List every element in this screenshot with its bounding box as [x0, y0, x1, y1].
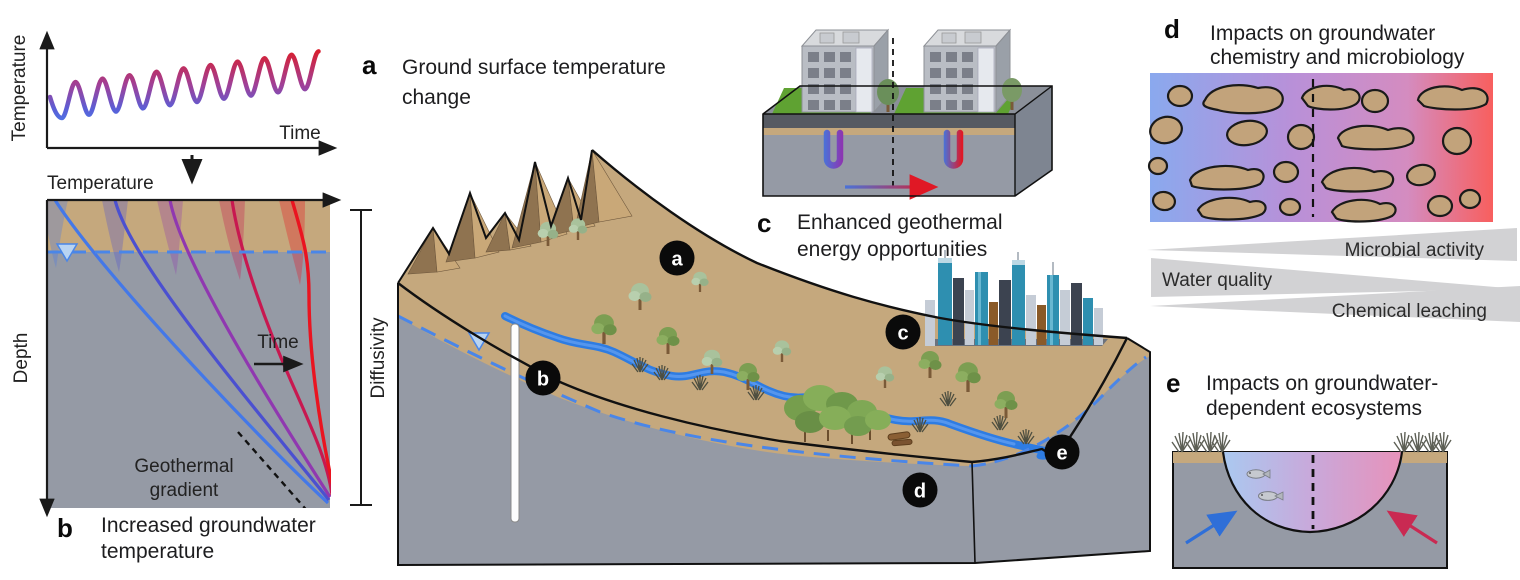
panel-b-y-label: Depth	[11, 333, 32, 384]
panel-e-letter: e	[1166, 368, 1180, 398]
panel-d-caption-line2: chemistry and microbiology	[1210, 46, 1465, 69]
diffusivity-bracket	[350, 209, 372, 506]
diffusivity-label: Diffusivity	[368, 317, 389, 398]
building-right	[922, 28, 1012, 114]
c-soil-layer	[763, 128, 1015, 135]
fish-icon	[1246, 469, 1271, 479]
e-soil-right	[1402, 452, 1447, 463]
svg-text:d: d	[914, 481, 926, 503]
building-windows	[930, 52, 973, 110]
wedge-water-quality	[1151, 258, 1519, 297]
pond-basin-outline	[1221, 451, 1404, 534]
panel-c-caption-line1: Enhanced geothermal	[797, 211, 1002, 234]
panel-b-caption-line2: temperature	[101, 540, 214, 563]
block-marker-b: b	[525, 360, 561, 396]
fish-icons	[1246, 469, 1284, 501]
fish-icon	[1258, 491, 1284, 501]
panel-a-y-label: Temperature	[9, 35, 30, 142]
panel-c-caption-line2: energy opportunities	[797, 238, 987, 261]
block-marker-d: d	[902, 472, 938, 508]
panel-a-chart: Temperature Time Temperature a Ground su…	[9, 30, 666, 194]
svg-text:c: c	[897, 323, 908, 345]
panel-d-caption-line1: Impacts on groundwater	[1210, 22, 1435, 45]
block-marker-a: a	[659, 240, 695, 276]
svg-text:b: b	[537, 369, 549, 391]
panel-c-letter: c	[757, 208, 771, 238]
forest-cluster	[784, 385, 891, 444]
panel-a-x-label: Time	[279, 123, 321, 144]
panel-a-caption-line1: Ground surface temperature	[402, 56, 666, 79]
block-marker-e: e	[1044, 434, 1080, 470]
saturated-zone-band	[47, 252, 330, 508]
unsaturated-zone-band	[47, 200, 330, 252]
borehole-loop-left	[823, 129, 844, 169]
panel-a-flow-label: Temperature	[47, 173, 154, 194]
water-table-icon	[55, 243, 79, 263]
geothermal-gradient-line	[237, 431, 307, 508]
panel-d-letter: d	[1164, 14, 1180, 44]
panel-b-caption-line1: Increased groundwater	[101, 514, 316, 537]
svg-text:a: a	[671, 249, 683, 271]
panel-d-inset: d Impacts on groundwater chemistry and m…	[1147, 14, 1520, 322]
panel-a-caption-line2: change	[402, 86, 471, 109]
cold-inflow-arrow	[1185, 510, 1238, 545]
log-pile	[887, 431, 913, 447]
wedge-microbial-activity	[1147, 228, 1517, 261]
sediment-grains	[1147, 84, 1489, 223]
panel-e-caption-line1: Impacts on groundwater-	[1206, 372, 1438, 395]
warm-inflow-arrow	[1386, 510, 1438, 545]
e-grass	[1171, 431, 1452, 453]
wedge-label-water-quality: Water quality	[1162, 270, 1273, 291]
c-block-edges	[763, 85, 1053, 196]
panel-b-letter: b	[57, 513, 73, 543]
panel-c-inset: c Enhanced geothermal energy opportuniti…	[757, 28, 1053, 261]
water-table-front	[397, 314, 973, 468]
wedge-label-microbial-activity: Microbial activity	[1345, 240, 1485, 261]
monitoring-well	[510, 323, 520, 523]
city-skyline	[925, 250, 1108, 346]
panel-b-time-label: Time	[257, 332, 299, 353]
geothermal-annotation-line1: Geothermal	[134, 456, 233, 477]
borehole-loop-right	[943, 129, 964, 169]
impact-wedges	[1147, 228, 1520, 322]
front-face-saturated	[398, 316, 975, 565]
panel-a-letter: a	[362, 50, 377, 80]
panel-e-inset: e Impacts on groundwater- dependent ecos…	[1166, 368, 1452, 569]
central-block-diagram: a b c d e	[397, 149, 1151, 567]
svg-text:e: e	[1056, 443, 1067, 465]
block-markers: a b c d e	[525, 240, 1080, 508]
building-windows	[808, 52, 851, 110]
c-road-layer	[763, 114, 1015, 128]
temperature-wave	[47, 49, 321, 121]
panel-e-caption-line2: dependent ecosystems	[1206, 397, 1422, 420]
building-left	[800, 28, 890, 114]
wedge-chemical-leaching	[1150, 286, 1520, 322]
geothermal-annotation-line2: gradient	[150, 480, 219, 501]
block-marker-c: c	[885, 314, 921, 350]
c-block-outline	[762, 85, 1053, 197]
wedge-label-chemical-leaching: Chemical leaching	[1332, 301, 1487, 322]
panel-b-chart: Depth Time Geothermal gradient Diffusivi…	[11, 192, 389, 563]
c-side-face	[1015, 86, 1052, 196]
e-soil-left	[1173, 452, 1223, 463]
